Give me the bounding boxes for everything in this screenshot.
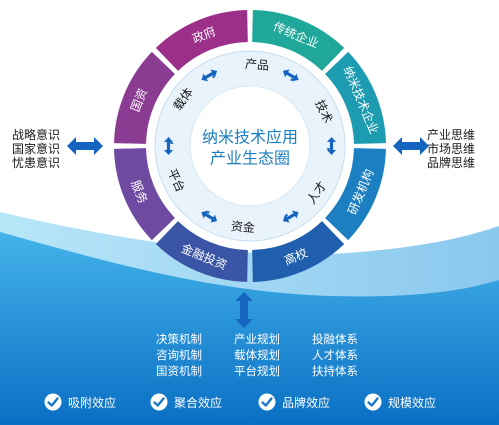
right-side-list: 产业思维 市场思维 品牌思维 (427, 128, 475, 170)
bottom-double-arrow-icon (235, 292, 253, 328)
outer-ring-segment (155, 10, 248, 71)
inner-ring-label: 产品 (245, 57, 270, 73)
grid-cell: 国资机制 (156, 364, 202, 378)
left-side-item: 忧患意识 (12, 156, 61, 170)
grid-cell: 咨询机制 (156, 348, 202, 362)
effect-label: 吸附效应 (68, 395, 117, 410)
right-side-item: 产业思维 (427, 128, 476, 142)
effect-label: 规模效应 (388, 395, 437, 410)
grid-cell: 投融体系 (312, 332, 358, 346)
double-arrow-icon (164, 137, 174, 155)
effect-label: 品牌效应 (282, 395, 331, 410)
outer-ring-segment (114, 51, 175, 144)
left-side-list: 战略意识 国家意识 忧患意识 (12, 128, 60, 170)
outer-ring-segment (325, 51, 386, 144)
center-title-line2: 产业生态圈 (210, 149, 290, 168)
grid-cell: 载体规划 (234, 348, 280, 362)
effect-label: 聚合效应 (174, 395, 223, 410)
double-arrow-icon (201, 210, 218, 223)
outer-ring-segment (114, 148, 175, 241)
grid-cell: 产业规划 (234, 332, 280, 346)
check-icon (258, 393, 276, 411)
effect-badge: 规模效应 (364, 391, 436, 413)
grid-cell: 扶持体系 (312, 364, 358, 378)
right-double-arrow-icon (393, 137, 429, 155)
effect-badge: 聚合效应 (150, 391, 222, 413)
outer-ring-segment (252, 221, 345, 282)
check-icon (150, 393, 168, 411)
double-arrow-icon (282, 69, 299, 82)
right-side-item: 品牌思维 (427, 156, 476, 170)
right-side-item: 市场思维 (427, 142, 476, 156)
effect-badge: 品牌效应 (258, 391, 330, 413)
outer-ring-segment (325, 148, 386, 241)
grid-cell: 平台规划 (234, 364, 280, 378)
left-side-item: 国家意识 (12, 142, 61, 156)
inner-ring-label: 资金 (230, 218, 255, 235)
double-arrow-icon (326, 137, 336, 155)
double-arrow-icon (282, 210, 299, 223)
left-double-arrow-icon (67, 137, 103, 155)
grid-cell: 人才体系 (312, 348, 358, 362)
left-side-item: 战略意识 (12, 128, 61, 142)
outer-ring-segment (252, 10, 345, 71)
effect-badge: 吸附效应 (44, 391, 116, 413)
check-icon (364, 393, 382, 411)
double-arrow-icon (201, 69, 218, 82)
center-disc (189, 85, 311, 207)
outer-ring-segment (155, 221, 248, 282)
effects-row: 吸附效应 聚合效应 品牌效应 规模效应 (0, 391, 499, 413)
center-title-line1: 纳米技术应用 (202, 128, 298, 147)
background-wave (0, 232, 499, 425)
check-icon (44, 393, 62, 411)
grid-cell: 决策机制 (156, 332, 202, 346)
